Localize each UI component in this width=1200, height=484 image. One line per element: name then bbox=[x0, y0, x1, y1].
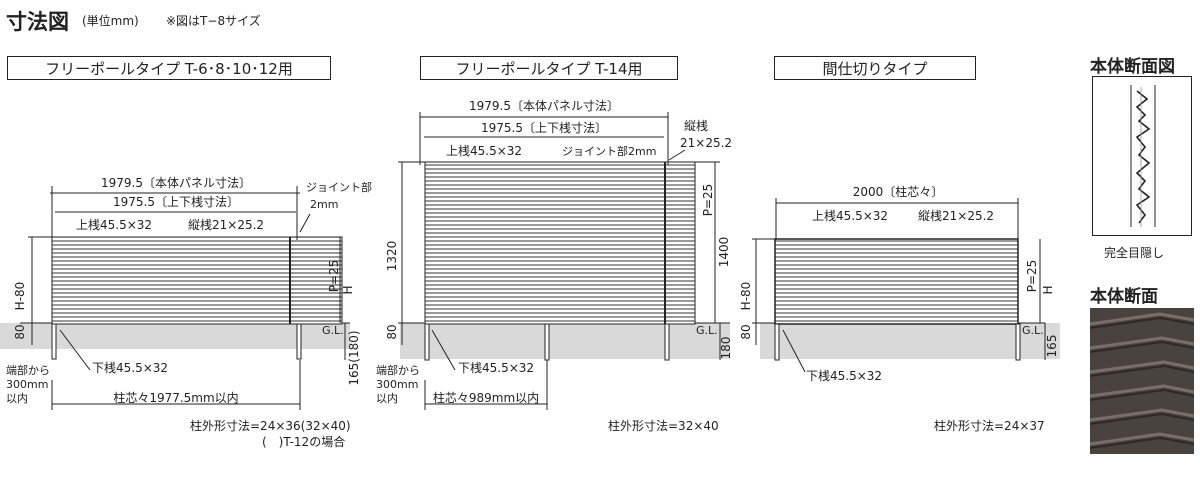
post-middle bbox=[544, 323, 550, 361]
figure-note: ※図はT−8サイズ bbox=[166, 14, 261, 28]
height-minus-80-label: H-80 bbox=[13, 282, 27, 311]
type-label-freepole-t14: フリーポールタイプ T-14用 bbox=[420, 56, 678, 80]
stile-size-label: 21×25.2 bbox=[680, 136, 732, 150]
height-minus-80-label: H-80 bbox=[739, 282, 753, 311]
ground-area bbox=[400, 323, 730, 359]
ground-area bbox=[0, 323, 350, 349]
section-photo-render bbox=[1090, 308, 1194, 454]
joint-label: ジョイント部2mm bbox=[562, 144, 656, 158]
stile-label: 縦桟21×25.2 bbox=[918, 209, 994, 223]
base-80-label: 80 bbox=[385, 324, 399, 339]
dim-panel-width: 1979.5〔本体パネル寸法〕 bbox=[101, 176, 251, 190]
end-note-3: 以内 bbox=[376, 391, 398, 405]
post-right bbox=[296, 323, 302, 360]
drawing-partition bbox=[752, 198, 1060, 373]
drawing-freepole-t6-12 bbox=[0, 186, 350, 410]
post-left bbox=[424, 323, 430, 361]
post-left bbox=[51, 323, 57, 360]
section-photo-title: 本体断面 bbox=[1090, 287, 1158, 307]
gl-label: G.L. bbox=[1022, 324, 1044, 337]
base-80-label: 80 bbox=[13, 324, 27, 339]
dim-rail-width: 1975.5〔上下桟寸法〕 bbox=[113, 195, 239, 209]
h-label: H bbox=[1041, 285, 1055, 294]
bottom-rail-label: 下桟45.5×32 bbox=[806, 369, 882, 383]
height-left-label: 1320 bbox=[385, 241, 399, 272]
top-rail-label: 上桟45.5×32 bbox=[812, 209, 888, 223]
drawing-freepole-t14 bbox=[398, 112, 730, 410]
end-note-1: 端部から bbox=[376, 363, 420, 377]
page-title: 寸法図 bbox=[6, 10, 69, 34]
pitch-label: P=25 bbox=[701, 184, 715, 217]
post-size-note: ( )T-12の場合 bbox=[262, 434, 345, 449]
post-size-label: 柱外形寸法=24×36(32×40) bbox=[190, 418, 351, 433]
base-80-label: 80 bbox=[739, 324, 753, 339]
post-left bbox=[774, 323, 780, 361]
stile-label: 縦桟 bbox=[684, 119, 708, 133]
post-size-label: 柱外形寸法=32×40 bbox=[608, 418, 719, 433]
top-rail-label: 上桟45.5×32 bbox=[446, 144, 522, 158]
fence-panel bbox=[51, 236, 291, 325]
type-label-freepole-t6-12: フリーポールタイプ T-6･8･10･12用 bbox=[7, 56, 331, 80]
section-profile-drawing bbox=[1130, 85, 1156, 227]
dimension-drawings: 1979.5〔本体パネル寸法〕 1975.5〔上下桟寸法〕 上桟45.5×32 … bbox=[0, 99, 1060, 449]
post-right bbox=[1015, 323, 1021, 361]
pitch-label: P=25 bbox=[327, 260, 341, 293]
section-diagram bbox=[1092, 76, 1192, 236]
pitch-label: P=25 bbox=[1025, 260, 1039, 293]
embed-depth-label: 180 bbox=[719, 337, 733, 360]
embed-depth-label: 165(180) bbox=[347, 330, 361, 385]
dim-post-span: 2000〔柱芯々〕 bbox=[853, 184, 944, 199]
end-note-3: 以内 bbox=[6, 391, 28, 405]
post-size-label: 柱外形寸法=24×37 bbox=[934, 418, 1045, 433]
h-label: H bbox=[341, 285, 355, 294]
fence-panel-next bbox=[664, 161, 696, 325]
type-label-partition: 間仕切りタイプ bbox=[774, 56, 976, 80]
fence-panel-next bbox=[289, 236, 343, 325]
end-note-2: 300mm bbox=[376, 378, 418, 391]
stile-label: 縦桟21×25.2 bbox=[188, 218, 264, 232]
gl-label: G.L. bbox=[696, 324, 718, 337]
section-diagram-title: 本体断面図 bbox=[1090, 57, 1175, 77]
post-right bbox=[664, 323, 670, 361]
joint-label: ジョイント部 bbox=[306, 180, 372, 194]
ground-area bbox=[760, 323, 1060, 359]
dim-panel-width: 1979.5〔本体パネル寸法〕 bbox=[469, 99, 619, 113]
height-right-label: 1400 bbox=[717, 237, 731, 268]
bottom-rail-label: 下桟45.5×32 bbox=[458, 361, 534, 375]
top-rail-label: 上桟45.5×32 bbox=[76, 218, 152, 232]
dim-rail-width: 1975.5〔上下桟寸法〕 bbox=[481, 121, 607, 135]
joint-size-label: 2mm bbox=[310, 198, 338, 211]
embed-depth-label: 165 bbox=[1045, 335, 1059, 358]
fence-panel bbox=[774, 238, 1019, 325]
unit-label: (単位mm) bbox=[82, 14, 139, 28]
section-photo bbox=[1090, 308, 1194, 454]
post-span-label: 柱芯々989mm以内 bbox=[433, 390, 539, 405]
section-caption: 完全目隠し bbox=[1104, 246, 1165, 260]
post-span-label: 柱芯々1977.5mm以内 bbox=[113, 390, 238, 405]
bottom-rail-label: 下桟45.5×32 bbox=[92, 361, 168, 375]
end-note-2: 300mm bbox=[6, 378, 48, 391]
end-note-1: 端部から bbox=[6, 363, 50, 377]
gl-label: G.L. bbox=[322, 324, 344, 337]
fence-panel bbox=[424, 161, 666, 325]
